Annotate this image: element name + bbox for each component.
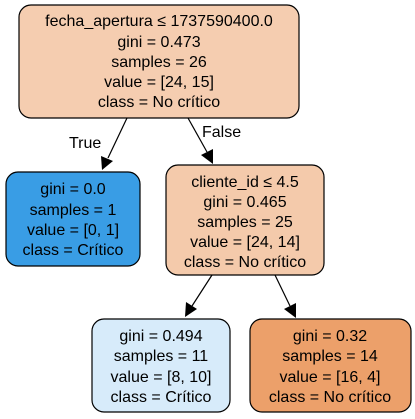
node-leaf-critico-class: class = Crítico (111, 389, 212, 406)
tree-edges: True False (69, 117, 296, 318)
node-left-leaf-class: class = Crítico (23, 242, 124, 259)
node-leaf-critico-box (91, 318, 231, 413)
edge-label-false: False (202, 124, 241, 141)
arrowhead-root-to-left-leaf (101, 156, 113, 170)
arrowhead-root-to-split (201, 149, 213, 164)
node-leaf-critico-gini: gini = 0.494 (119, 328, 202, 345)
node-leaf-no-critico-class: class = No crítico (269, 389, 391, 406)
node-split-value: value = [24, 14] (190, 234, 300, 251)
node-root-gini: gini = 0.473 (117, 34, 200, 51)
node-leaf-critico: gini = 0.494 samples = 11 value = [8, 10… (91, 318, 231, 413)
node-split-gini: gini = 0.465 (203, 194, 286, 211)
node-root-class: class = No crítico (98, 94, 220, 111)
arrowhead-split-to-leaf-critico (185, 302, 197, 317)
node-left-leaf-gini: gini = 0.0 (40, 181, 105, 198)
node-left-leaf: gini = 0.0 samples = 1 value = [0, 1] cl… (5, 171, 141, 267)
node-left-leaf-samples: samples = 1 (30, 202, 117, 219)
node-split-rule: cliente_id ≤ 4.5 (191, 174, 299, 191)
node-leaf-no-critico-box (249, 318, 412, 413)
edge-split-to-leaf-no-critico (274, 274, 291, 307)
arrowhead-split-to-leaf-no-critico (284, 303, 296, 318)
node-split-samples: samples = 25 (197, 214, 293, 231)
node-root: fecha_apertura ≤ 1737590400.0 gini = 0.4… (18, 4, 300, 119)
node-root-value: value = [24, 15] (104, 74, 214, 91)
node-root-samples: samples = 26 (111, 54, 207, 71)
node-left-leaf-box (5, 171, 141, 267)
node-split-class: class = No crítico (184, 254, 306, 271)
node-root-split-rule: fecha_apertura ≤ 1737590400.0 (45, 13, 273, 30)
node-split-box (165, 164, 325, 276)
edge-root-to-left-leaf (107, 117, 128, 159)
node-left-leaf-value: value = [0, 1] (27, 222, 119, 239)
node-root-box (18, 4, 300, 119)
node-split: cliente_id ≤ 4.5 gini = 0.465 samples = … (165, 164, 325, 276)
node-leaf-no-critico-samples: samples = 14 (282, 348, 378, 365)
node-leaf-critico-value: value = [8, 10] (111, 369, 212, 386)
node-leaf-critico-samples: samples = 11 (114, 348, 209, 365)
edge-split-to-leaf-critico (191, 274, 213, 307)
node-leaf-no-critico-gini: gini = 0.32 (293, 328, 367, 345)
edge-label-true: True (69, 135, 101, 152)
node-leaf-no-critico-value: value = [16, 4] (280, 369, 381, 386)
edge-root-to-split (187, 117, 208, 153)
node-leaf-no-critico: gini = 0.32 samples = 14 value = [16, 4]… (249, 318, 412, 413)
